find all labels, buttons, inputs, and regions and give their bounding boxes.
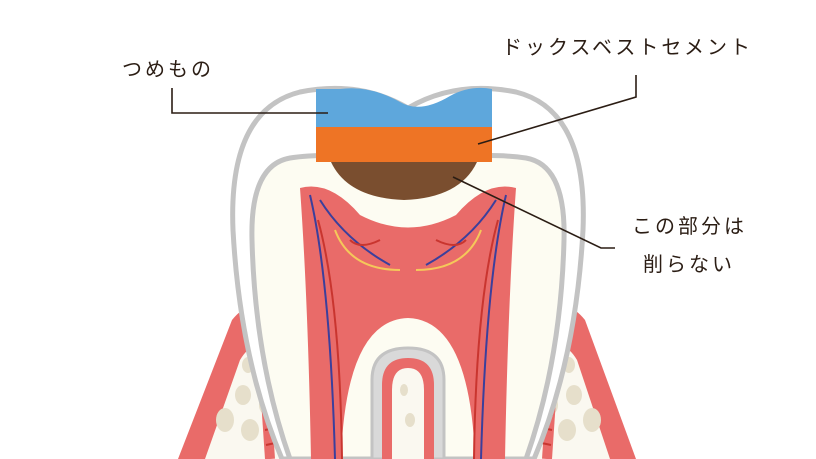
- leader-lines: [171, 75, 637, 249]
- interradicular-bone: [370, 346, 446, 459]
- label-cement: ドックスベストセメント: [502, 35, 753, 59]
- cement-layer: [316, 127, 492, 162]
- preserved-dentin: [331, 162, 477, 200]
- label-preserved-line1: この部分は: [632, 214, 747, 238]
- leader-filling: [171, 88, 328, 114]
- leader-cement: [477, 75, 637, 145]
- leader-preserved: [452, 176, 615, 249]
- label-preserved-line2: 削らない: [643, 252, 735, 276]
- label-filling: つめもの: [122, 57, 214, 81]
- tooth-pulp: [300, 186, 516, 459]
- filling-layer: [316, 87, 492, 127]
- pulp-vessels: [309, 194, 507, 459]
